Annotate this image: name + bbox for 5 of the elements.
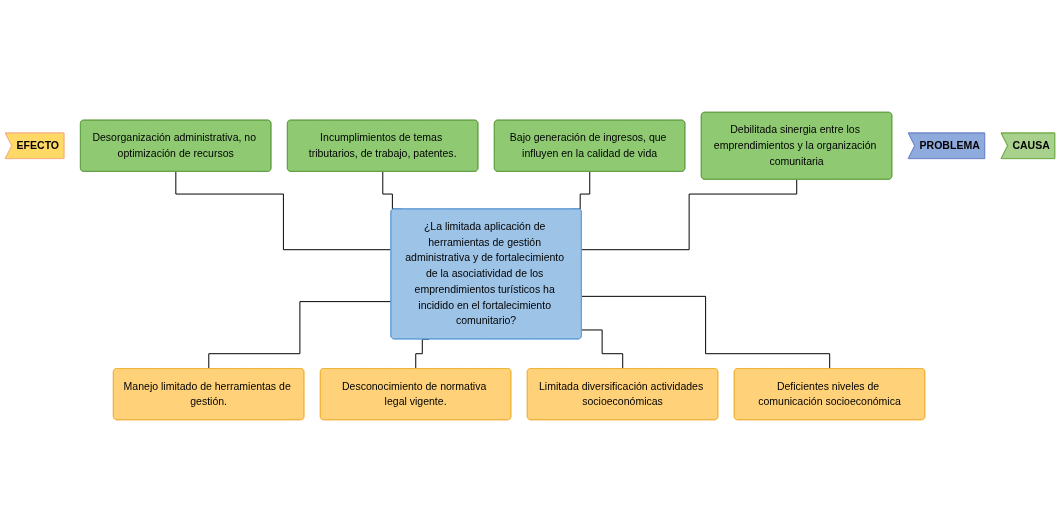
connector: [581, 295, 831, 369]
connector: [175, 170, 392, 250]
connector: [208, 300, 392, 369]
connector: [581, 328, 624, 369]
connector: [581, 178, 798, 250]
